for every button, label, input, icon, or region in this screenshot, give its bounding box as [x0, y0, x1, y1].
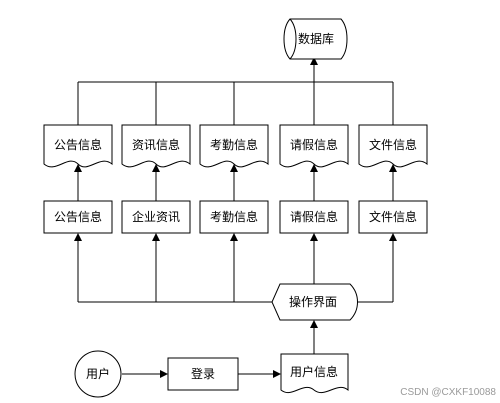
module-box	[358, 200, 428, 234]
module-box	[279, 200, 349, 234]
module-box	[43, 200, 113, 234]
arrow-to-module1	[74, 233, 82, 241]
module-label-files: 文件信息	[369, 209, 417, 224]
arrow-to-userinfo	[273, 370, 281, 378]
module-box	[121, 200, 191, 234]
module-label-enterprise-news: 企业资讯	[132, 209, 180, 224]
document-shape	[199, 124, 269, 168]
arrow-to-doc4	[310, 164, 318, 172]
document-node-1: 公告信息	[43, 124, 113, 168]
user-info-node: 用户信息	[280, 353, 349, 394]
module-node-3: 考勤信息	[199, 200, 269, 234]
login-node: 登录	[167, 357, 239, 391]
interface-shape	[271, 283, 358, 321]
user-circle	[74, 350, 122, 398]
arrow-to-module4	[310, 233, 318, 241]
document-label-news: 资讯信息	[132, 137, 180, 152]
database-shape-edge	[289, 18, 297, 60]
document-label-announcement: 公告信息	[54, 137, 102, 152]
arrow-to-login	[160, 370, 168, 378]
interface-node: 操作界面	[271, 283, 358, 321]
module-node-4: 请假信息	[279, 200, 349, 234]
arrow-to-doc1	[74, 164, 82, 172]
user-label: 用户	[86, 366, 110, 381]
module-node-1: 公告信息	[43, 200, 113, 234]
database-shape	[283, 18, 348, 60]
connectors	[74, 57, 397, 378]
database-label: 数据库	[298, 31, 334, 46]
document-node-5: 文件信息	[358, 124, 428, 168]
watermark-text: CSDN @CXKF10088	[400, 387, 496, 398]
arrow-to-doc5	[389, 164, 397, 172]
document-shape	[279, 124, 349, 168]
interface-label: 操作界面	[289, 294, 337, 309]
user-info-label: 用户信息	[290, 364, 338, 379]
module-label-leave: 请假信息	[290, 209, 338, 224]
document-shape	[43, 124, 113, 168]
document-shape	[121, 124, 191, 168]
document-label-files: 文件信息	[369, 137, 417, 152]
arrow-to-module5	[389, 233, 397, 241]
arrow-to-doc2	[152, 164, 160, 172]
document-label-leave: 请假信息	[290, 137, 338, 152]
arrow-to-doc3	[230, 164, 238, 172]
database-node: 数据库	[283, 18, 348, 60]
arrow-to-module3	[230, 233, 238, 241]
login-label: 登录	[191, 366, 215, 381]
module-box	[199, 200, 269, 234]
document-label-attendance: 考勤信息	[210, 137, 258, 152]
user-node: 用户	[74, 350, 122, 398]
arrow-to-interface	[310, 320, 318, 328]
arrow-to-module2	[152, 233, 160, 241]
module-node-5: 文件信息	[358, 200, 428, 234]
document-node-3: 考勤信息	[199, 124, 269, 168]
document-shape	[280, 353, 349, 394]
document-node-2: 资讯信息	[121, 124, 191, 168]
module-label-attendance: 考勤信息	[210, 209, 258, 224]
login-box	[167, 357, 239, 391]
arrow-to-database	[310, 57, 318, 65]
document-shape	[358, 124, 428, 168]
module-node-2: 企业资讯	[121, 200, 191, 234]
document-node-4: 请假信息	[279, 124, 349, 168]
module-label-announcement: 公告信息	[54, 209, 102, 224]
